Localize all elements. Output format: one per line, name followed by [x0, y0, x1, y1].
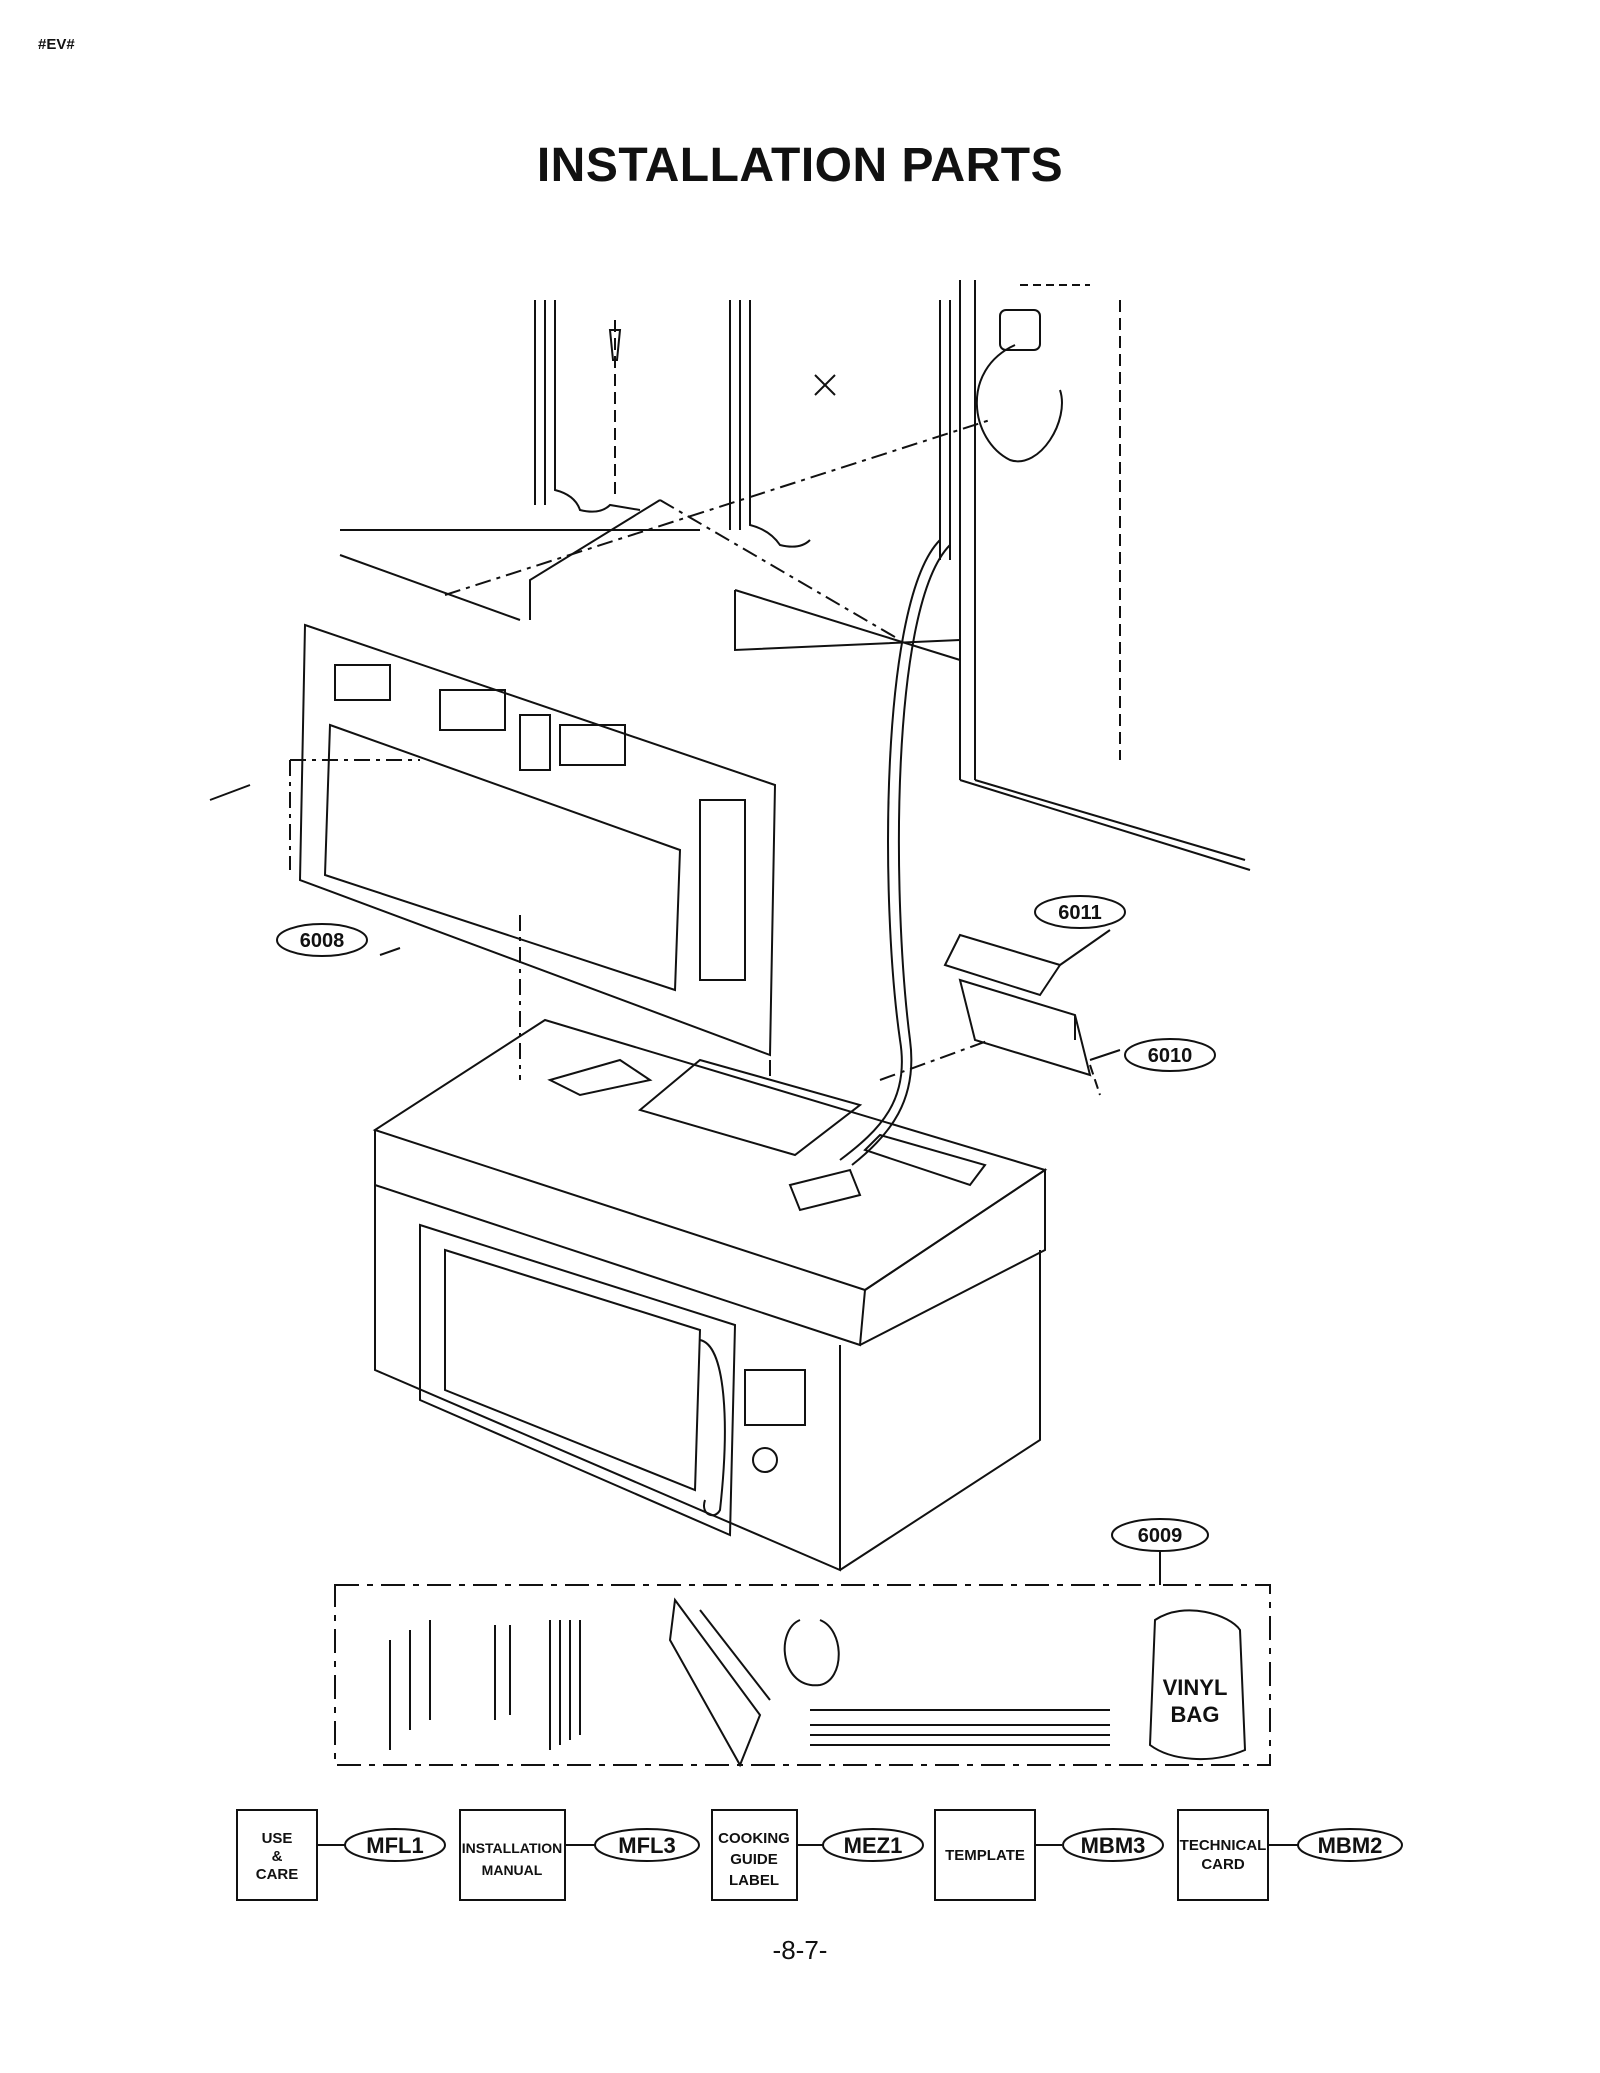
document-code: #EV#	[38, 36, 75, 53]
doc-box-text: GUIDE	[730, 1851, 778, 1868]
callout-6008: 6008	[276, 923, 368, 957]
page-number: -8-7-	[772, 1935, 828, 1965]
doc-box-text: INSTALLATION	[462, 1840, 563, 1856]
doc-code-bubble	[1297, 1828, 1403, 1862]
doc-box-text: CARD	[1201, 1856, 1244, 1873]
callout-label-6010: 6010	[1148, 1045, 1193, 1067]
doc-code-bubble	[822, 1828, 924, 1862]
doc-box-use-and-care	[236, 1809, 318, 1901]
mounting-plate-drawing	[209, 623, 777, 1057]
doc-box-installation-manual	[459, 1809, 566, 1901]
doc-code-label: MBM3	[1081, 1833, 1146, 1858]
doc-box-technical-card	[1177, 1809, 1269, 1901]
upper-cabinets-drawing	[339, 280, 1251, 1166]
doc-box-template	[934, 1809, 1036, 1901]
doc-box-text: TEMPLATE	[945, 1847, 1025, 1864]
brackets-drawing	[943, 929, 1121, 1096]
doc-code-label: MBM2	[1318, 1833, 1383, 1858]
doc-box-text: USE	[262, 1830, 293, 1847]
hardware-kit-box	[334, 1540, 1271, 1768]
doc-box-text: COOKING	[718, 1830, 790, 1847]
doc-code-label: MFL1	[366, 1833, 423, 1858]
callout-label-6009: 6009	[1138, 1525, 1183, 1547]
microwave-oven-drawing	[372, 915, 1048, 1572]
callout-6009: 6009	[1111, 1518, 1209, 1552]
callout-6010: 6010	[1124, 1038, 1216, 1072]
doc-code-bubble	[594, 1828, 700, 1862]
doc-code-label: MEZ1	[844, 1833, 903, 1858]
doc-code-bubble	[344, 1828, 446, 1862]
documents-row: USE & CARE MFL1 INSTALLATION MANUAL MFL3…	[236, 1809, 1403, 1901]
doc-box-text: &	[272, 1848, 283, 1865]
doc-box-cooking-guide-label	[711, 1809, 798, 1901]
doc-box-text: MANUAL	[482, 1862, 543, 1878]
vinyl-bag-label-line2: BAG	[1171, 1702, 1220, 1727]
page-title: INSTALLATION PARTS	[536, 139, 1064, 192]
doc-box-text: CARE	[256, 1866, 299, 1883]
doc-code-bubble	[1062, 1828, 1164, 1862]
vinyl-bag-label-line1: VINYL	[1163, 1675, 1228, 1700]
callout-label-6011: 6011	[1058, 902, 1101, 924]
callout-6011: 6011	[1034, 895, 1126, 929]
callout-label-6008: 6008	[300, 930, 345, 952]
doc-box-text: TECHNICAL	[1180, 1837, 1267, 1854]
doc-box-text: LABEL	[729, 1872, 779, 1889]
doc-code-label: MFL3	[618, 1833, 675, 1858]
